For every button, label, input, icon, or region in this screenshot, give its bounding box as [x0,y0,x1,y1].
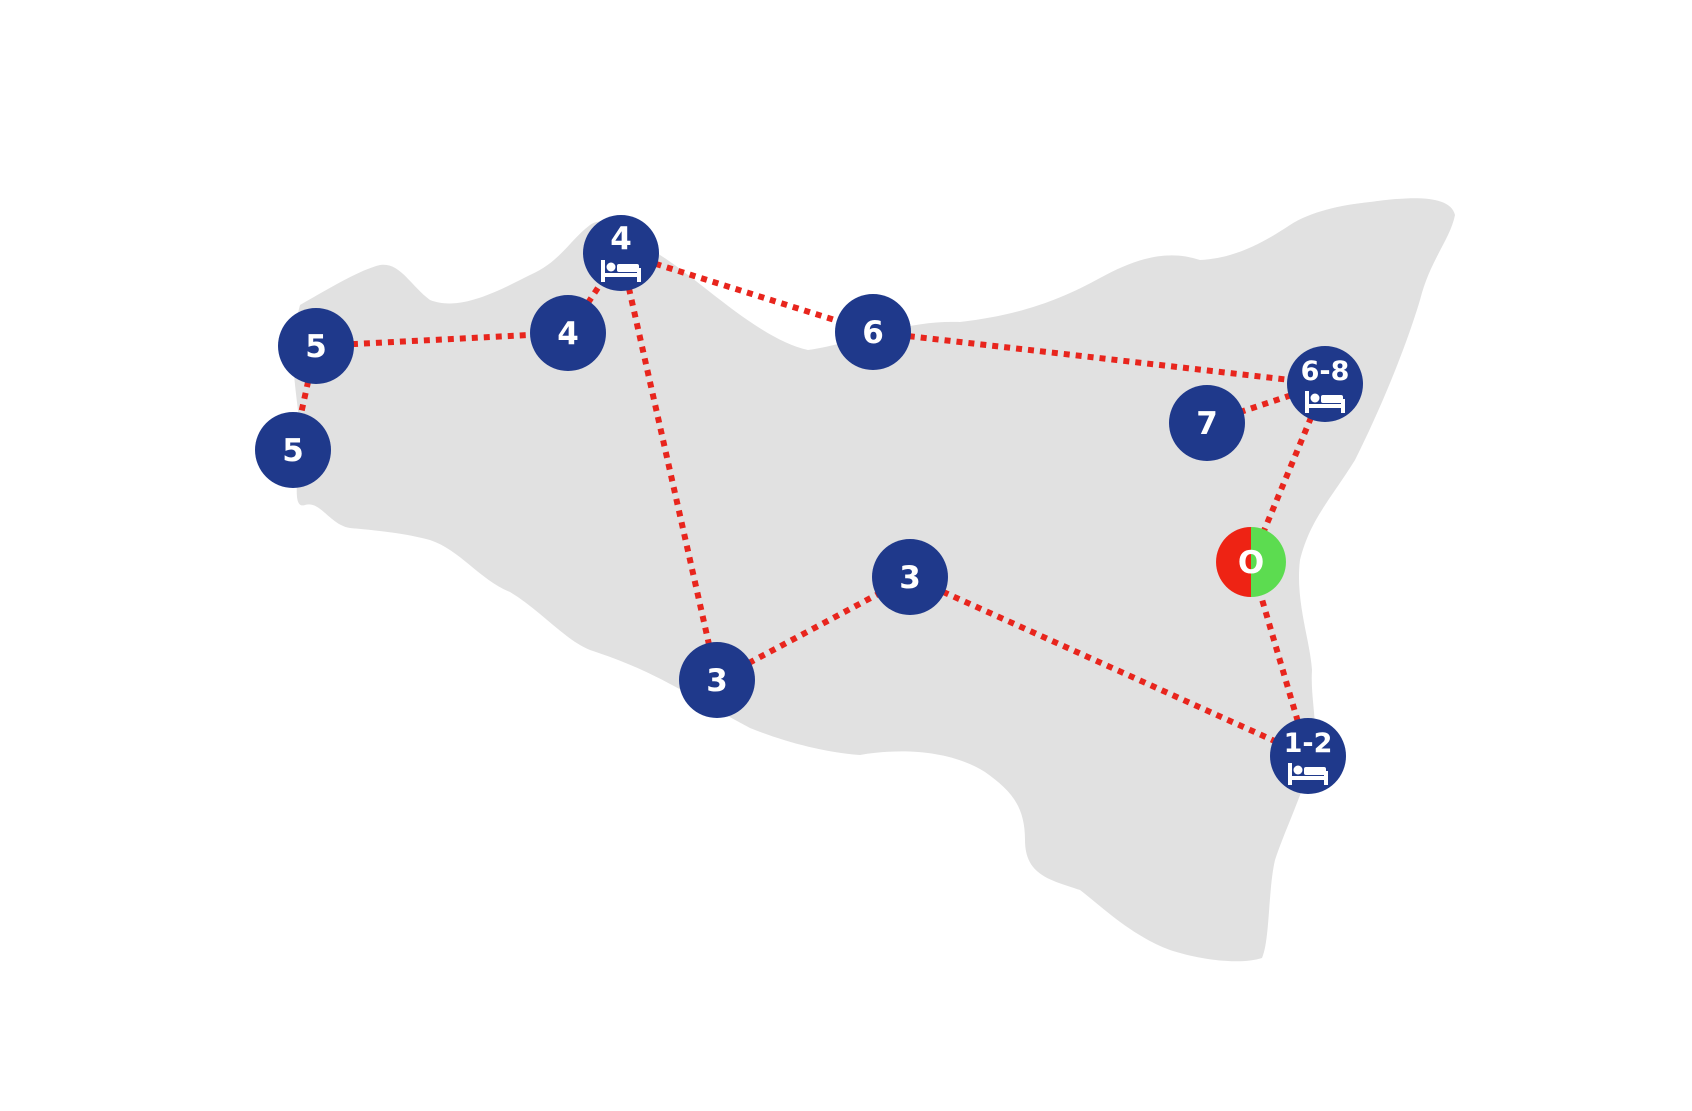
stop-marker[interactable]: 6-8 [1287,346,1363,422]
bed-icon [1305,391,1345,413]
route-segment-s9-s10 [908,574,1310,759]
stop-label: 3 [899,560,921,596]
route-segment-s5-s6 [872,329,1326,387]
stop-marker[interactable]: 5 [255,412,331,488]
origin-label: O [1238,545,1264,581]
stops-layer: 4 5 5 4 6 6-8 7 3 3 1-2 O [255,215,1363,794]
stop-label: 4 [610,221,632,257]
origin-left-half [1216,527,1251,597]
stop-label: 4 [557,316,579,352]
stop-marker[interactable]: 3 [872,539,948,615]
stop-marker[interactable]: 4 [530,295,606,371]
bed-icon [1288,763,1328,785]
stop-circle [679,642,755,718]
stop-marker[interactable]: 3 [679,642,755,718]
stop-label: 5 [305,329,327,365]
stop-label: 6-8 [1301,356,1350,387]
origin-right-half [1251,527,1286,597]
origin-marker[interactable]: O [1216,527,1286,597]
stop-label: 5 [282,433,304,469]
route-segment-s6-s7 [1206,381,1326,426]
stop-circle [530,295,606,371]
stop-marker[interactable]: 7 [1169,385,1245,461]
stop-circle [872,539,948,615]
stop-marker[interactable]: 4 [583,215,659,291]
bed-icon [601,260,641,282]
stop-circle [278,308,354,384]
stop-label: 1-2 [1284,728,1333,759]
stop-marker[interactable]: 5 [278,308,354,384]
stop-circle [835,294,911,370]
stop-marker[interactable]: 6 [835,294,911,370]
route-segment-s1-s8 [618,252,720,681]
stop-circle [1169,385,1245,461]
stop-label: 7 [1196,406,1218,442]
stop-label: 3 [706,663,728,699]
route-segment-s1-s5 [620,250,874,335]
stop-label: 6 [862,315,884,351]
stop-circle [255,412,331,488]
stop-marker[interactable]: 1-2 [1270,718,1346,794]
